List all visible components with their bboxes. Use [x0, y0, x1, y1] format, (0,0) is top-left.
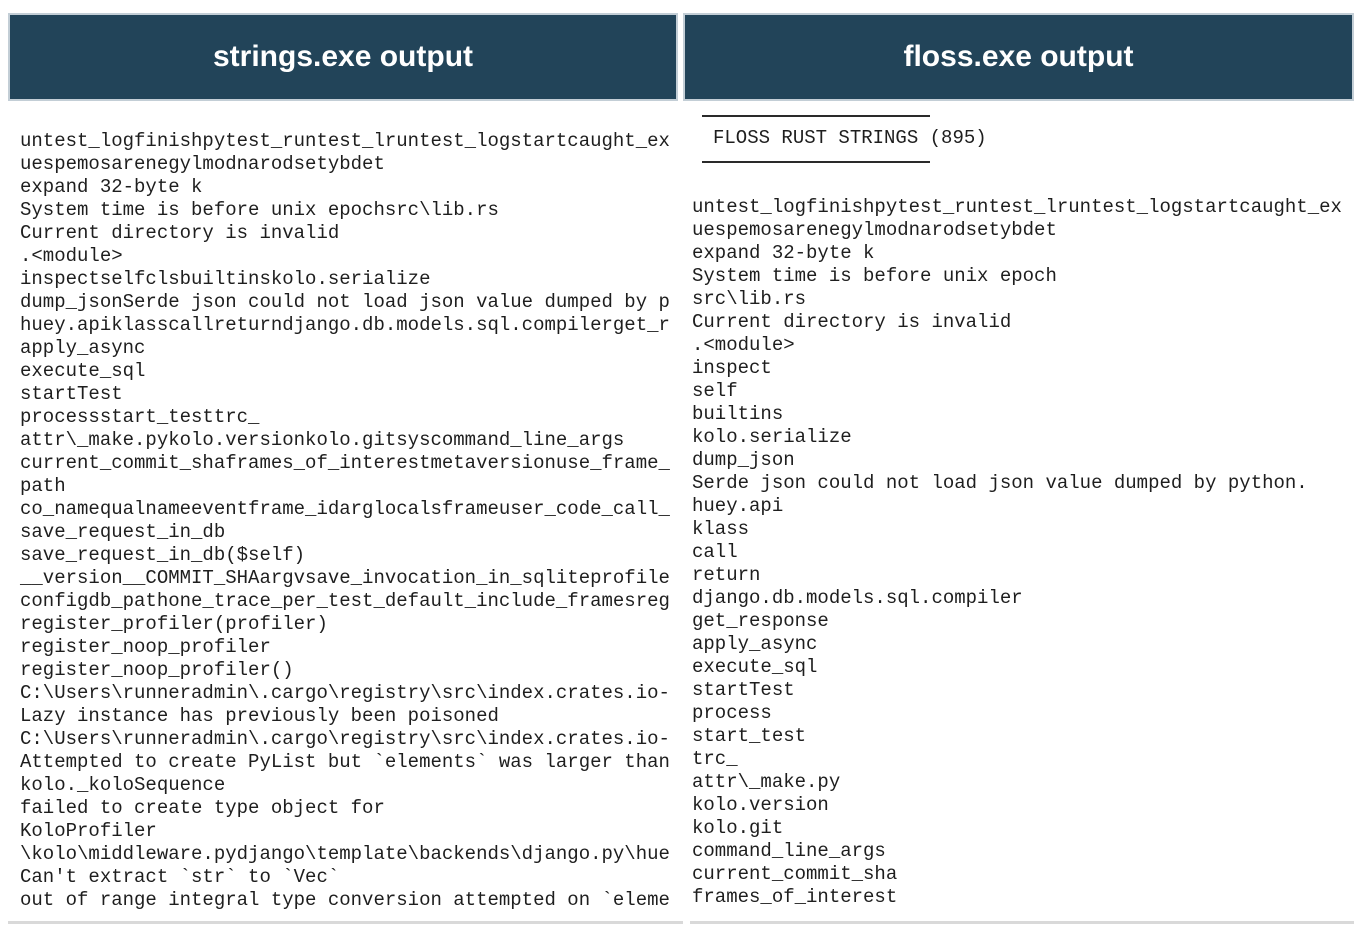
strings-output-text: untest_logfinishpytest_runtest_lruntest_… [20, 130, 670, 911]
floss-banner-rule-bottom [692, 150, 1354, 173]
strings-output-panel: untest_logfinishpytest_runtest_lruntest_… [8, 104, 683, 920]
blank-line [692, 173, 1354, 196]
floss-panel-header: floss.exe output [683, 13, 1354, 101]
floss-banner-rule-top [692, 104, 1354, 127]
floss-output-panel: FLOSS RUST STRINGS (895) untest_logfinis… [688, 104, 1354, 920]
strings-panel-title: strings.exe output [212, 40, 474, 73]
floss-report-title: FLOSS RUST STRINGS (895) [713, 127, 987, 149]
bottom-divider-right [690, 921, 1354, 924]
floss-output-text: untest_logfinishpytest_runtest_lruntest_… [692, 196, 1342, 908]
floss-report-banner: FLOSS RUST STRINGS (895) [688, 104, 1354, 196]
floss-panel-title: floss.exe output [903, 40, 1134, 73]
bottom-divider-left [8, 921, 683, 924]
strings-panel-header: strings.exe output [8, 13, 678, 101]
